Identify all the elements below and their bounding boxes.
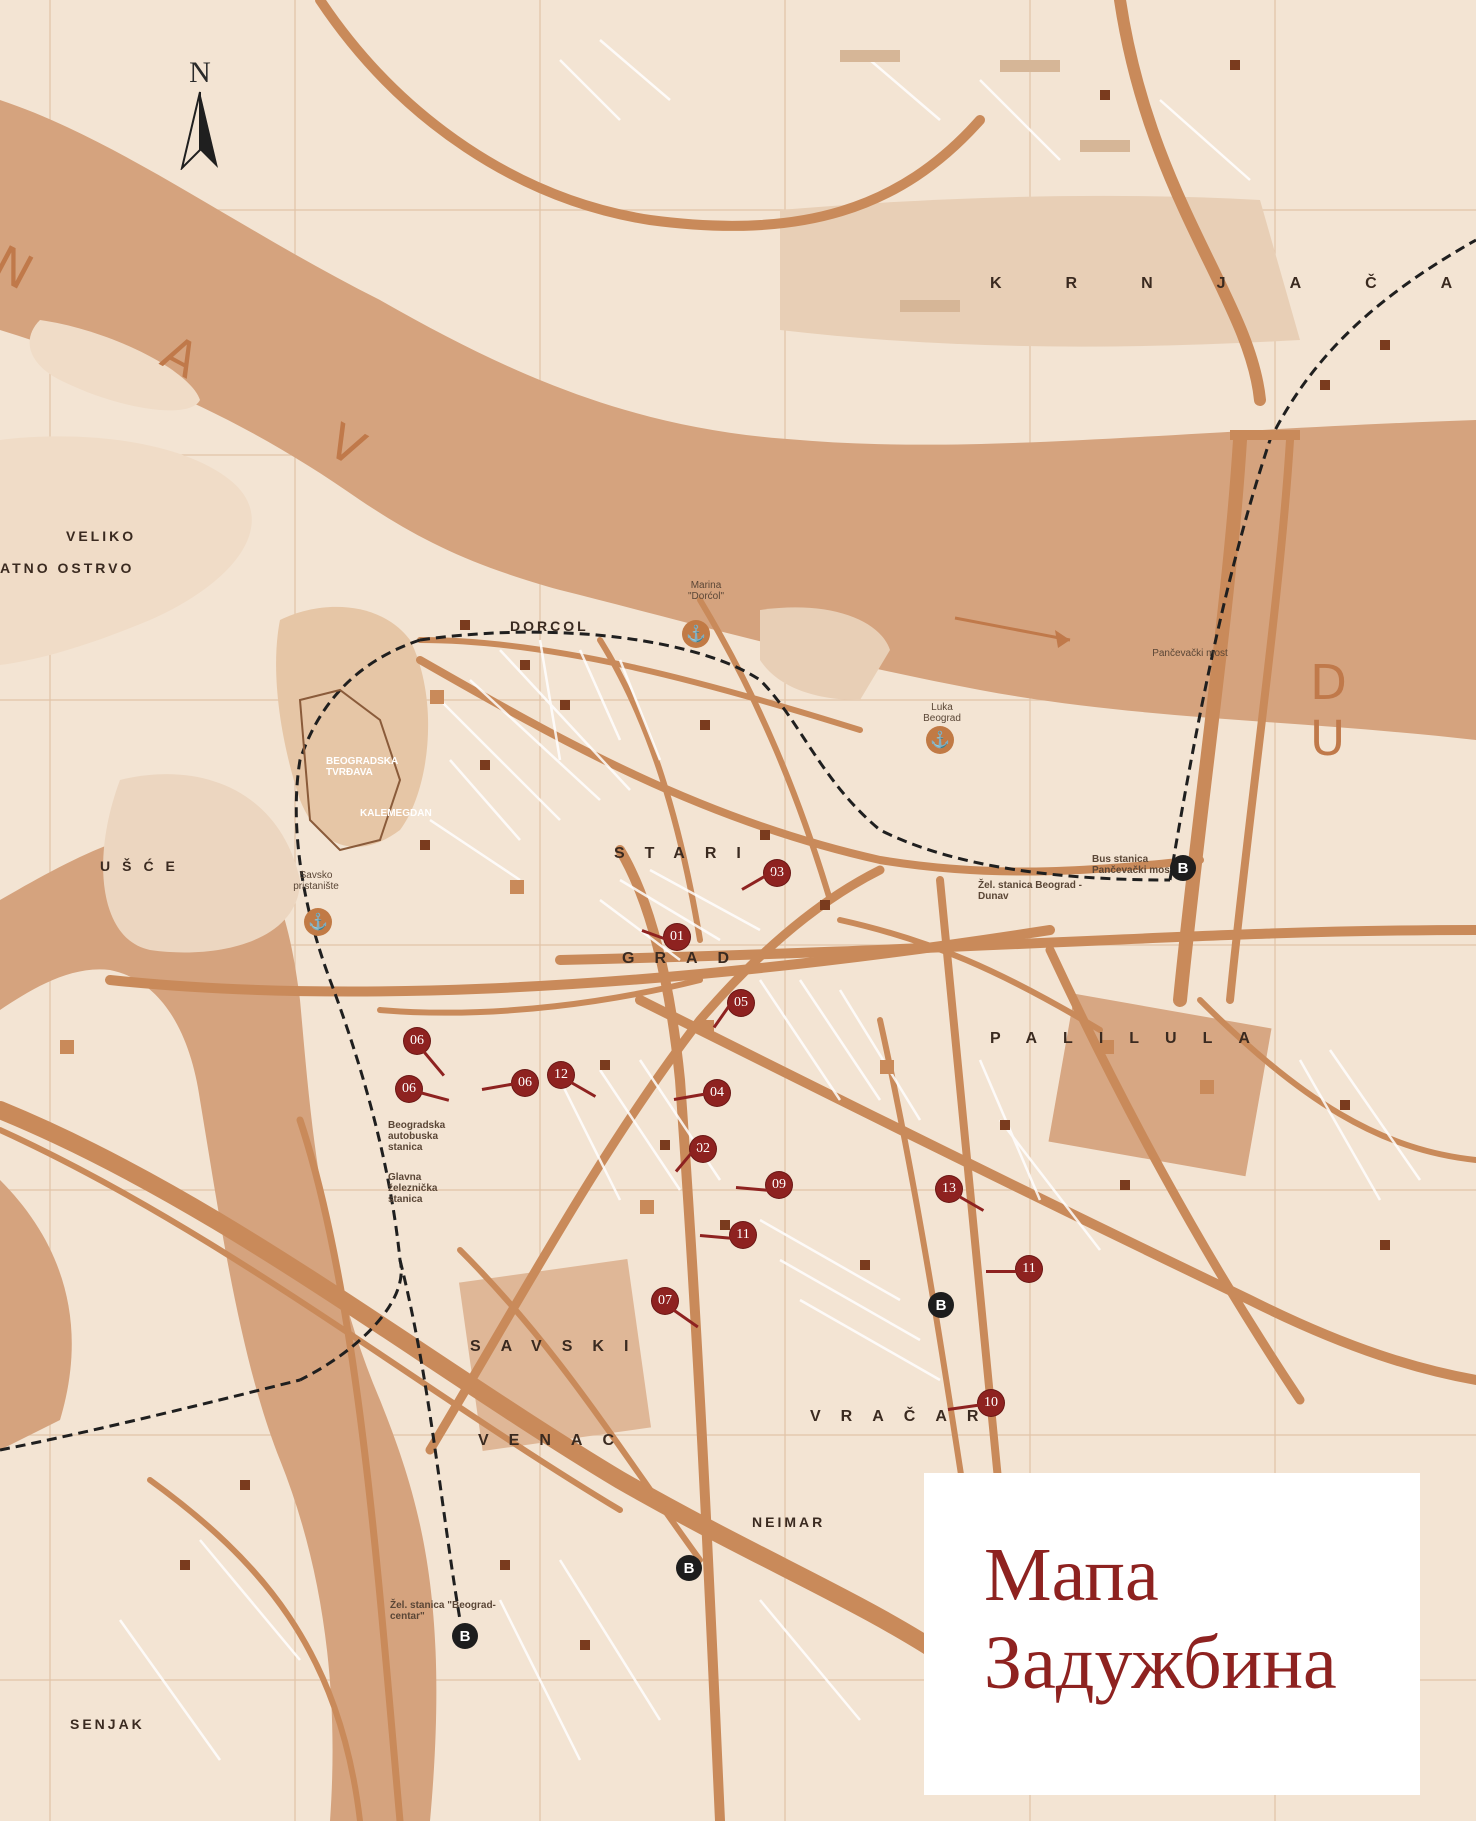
port-anchor-icon[interactable]: ⚓ xyxy=(926,726,954,754)
marker-badge: 11 xyxy=(730,1222,756,1248)
river-label-dunav-right: D U xyxy=(1310,655,1387,767)
label-luka-beograd: Luka Beograd xyxy=(923,702,961,724)
minor-streets xyxy=(118,39,1422,1761)
marina-anchor-icon[interactable]: ⚓ xyxy=(682,620,710,648)
marker-badge: 09 xyxy=(766,1172,792,1198)
marker-badge: 03 xyxy=(764,860,790,886)
map-title-line-2: Задужбина xyxy=(984,1621,1337,1705)
marker-06-a[interactable]: 06 xyxy=(404,1028,446,1077)
label-savsko-pristaniste: Savsko pristanište xyxy=(293,870,339,892)
bus-station-icon[interactable]: B xyxy=(452,1623,478,1649)
district-usce: UŠĆE xyxy=(100,858,187,874)
fortress-outline xyxy=(298,688,402,852)
district-senjak: SENJAK xyxy=(70,1716,145,1732)
marker-badge: 01 xyxy=(664,924,690,950)
north-arrow: N xyxy=(178,56,222,176)
district-venac: VENAC xyxy=(478,1432,635,1449)
label-pancevacki-most: Pančevački most xyxy=(1152,648,1228,659)
bus-station-icon[interactable]: B xyxy=(928,1292,954,1318)
north-label: N xyxy=(189,56,211,89)
marker-03[interactable]: 03 xyxy=(741,860,790,891)
pier-anchor-icon[interactable]: ⚓ xyxy=(304,908,332,936)
marker-11-a[interactable]: 11 xyxy=(699,1222,756,1248)
usce-park xyxy=(103,774,300,953)
marker-badge: 05 xyxy=(728,990,754,1016)
district-vracar: VRAČAR xyxy=(810,1408,999,1425)
marker-10[interactable]: 10 xyxy=(947,1390,1004,1416)
marker-01[interactable]: 01 xyxy=(641,924,690,950)
map-title-box: Мапа Задужбина xyxy=(924,1473,1420,1795)
marker-badge: 10 xyxy=(978,1390,1004,1416)
veliko-ratno-ostrvo-island xyxy=(0,436,252,665)
danube-river xyxy=(0,100,1476,740)
label-glavna-zeleznicka: Glavna železnička stanica xyxy=(388,1172,438,1205)
north-arrow-icon xyxy=(180,91,218,172)
marker-tail xyxy=(986,1270,1020,1273)
map-title: Мапа Задужбина xyxy=(984,1531,1337,1707)
label-beograd-dunav: Žel. stanica Beograd - Dunav xyxy=(978,880,1082,902)
district-krnjaca: KRNJAČA xyxy=(990,275,1476,292)
bus-station-icon[interactable]: B xyxy=(676,1555,702,1581)
marker-badge: 13 xyxy=(936,1176,962,1202)
marker-09[interactable]: 09 xyxy=(735,1172,792,1198)
district-grad: GRAD xyxy=(622,950,750,967)
marker-06-b[interactable]: 06 xyxy=(396,1076,450,1102)
kalemegdan-park xyxy=(276,606,429,847)
label-beogradska-tvrdava: BEOGRADSKA TVRĐAVA xyxy=(326,756,398,778)
krnjaca-zone xyxy=(780,195,1300,347)
marker-11-b[interactable]: 11 xyxy=(986,1256,1042,1282)
sava-lower-left xyxy=(0,1180,72,1450)
small-island xyxy=(29,320,200,411)
district-stari: STARI xyxy=(614,845,761,862)
marker-06-c[interactable]: 06 xyxy=(481,1070,538,1096)
flow-arrow-icon xyxy=(954,616,1071,642)
district-neimar: NEIMAR xyxy=(752,1514,826,1530)
marker-12[interactable]: 12 xyxy=(548,1062,597,1098)
marker-badge: 06 xyxy=(512,1070,538,1096)
marker-badge: 06 xyxy=(396,1076,422,1102)
label-kalemegdan: KALEMEGDAN xyxy=(360,808,432,819)
marker-badge: 04 xyxy=(704,1080,730,1106)
marker-13[interactable]: 13 xyxy=(936,1176,985,1212)
district-palilula: PALILULA xyxy=(990,1030,1276,1047)
marker-02[interactable]: 02 xyxy=(674,1136,716,1173)
railway xyxy=(0,238,1476,1621)
label-marina-dorcol: Marina "Dorćol" xyxy=(688,580,724,602)
label-veliko: VELIKO xyxy=(66,528,137,544)
label-beograd-centar: Žel. stanica "Beograd-centar" xyxy=(390,1600,496,1622)
marker-07[interactable]: 07 xyxy=(652,1288,699,1329)
label-bus-pancevacki: Bus stanica Pančevački most xyxy=(1092,854,1174,876)
label-autobuska-stanica: Beogradska autobuska stanica xyxy=(388,1120,446,1153)
district-savski: SAVSKI xyxy=(470,1338,649,1355)
marker-badge: 06 xyxy=(404,1028,430,1054)
sava-river xyxy=(0,828,437,1821)
bus-station-icon[interactable]: B xyxy=(1170,855,1196,881)
marker-05[interactable]: 05 xyxy=(712,990,754,1029)
district-dorcol: DORCOL xyxy=(510,618,589,634)
marker-badge: 11 xyxy=(1016,1256,1042,1282)
label-ratno-ostrvo: ATNO OSTRVO xyxy=(0,560,135,576)
map-title-line-1: Мапа xyxy=(984,1533,1159,1617)
marker-04[interactable]: 04 xyxy=(673,1080,730,1106)
